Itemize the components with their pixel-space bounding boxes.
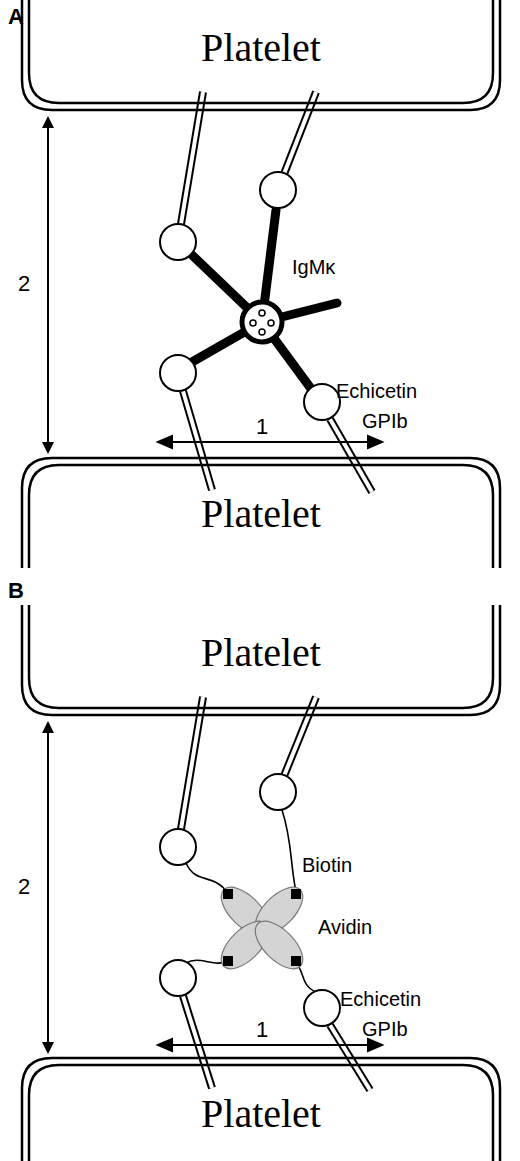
- platelet-cell: Platelet: [20, 456, 502, 568]
- cell-name: Platelet: [20, 1090, 502, 1137]
- platelet-cell: Platelet: [20, 605, 502, 717]
- biotin-linker: [186, 810, 316, 992]
- dimension-arrow: [368, 1039, 382, 1051]
- panel-letter: B: [8, 578, 24, 604]
- platelet-cell: Platelet: [20, 1056, 502, 1161]
- echicetin-circle: [160, 774, 340, 1026]
- echicetin-circle: [304, 990, 340, 1026]
- biotin-square: [223, 889, 233, 899]
- biotin-square: [291, 889, 301, 899]
- gpib-receptor: [181, 697, 370, 1090]
- dimension-arrow: [158, 436, 172, 448]
- dimension-number: 2: [18, 874, 30, 900]
- dimension-arrow: [168, 441, 372, 443]
- dimension-arrow: [368, 436, 382, 448]
- biotin-square: [223, 889, 301, 966]
- molecule-name: Echicetin: [340, 988, 421, 1011]
- gpib-receptor: [181, 92, 372, 492]
- echicetin-circle: [160, 224, 196, 260]
- gpib-receptor: [284, 92, 316, 174]
- igm-pentamer: [259, 329, 265, 335]
- dimension-arrow: [168, 1044, 372, 1046]
- cell-name: Platelet: [20, 24, 502, 71]
- dimension-number: 1: [256, 414, 268, 440]
- echicetin-circle: [260, 774, 296, 810]
- avidin-tetramer: [213, 879, 311, 977]
- dimension-arrow: [158, 1039, 382, 1051]
- biotin-square: [223, 956, 233, 966]
- dimension-arrow: [158, 1039, 172, 1051]
- igm-pentamer: [250, 320, 256, 326]
- dimension-number: 1: [256, 1017, 268, 1043]
- gpib-receptor: [181, 92, 372, 492]
- gpib-receptor: [183, 391, 212, 490]
- biotin-square: [291, 956, 301, 966]
- dimension-arrow: [47, 727, 49, 1048]
- echicetin-circle: [160, 829, 196, 865]
- cell-name: Platelet: [20, 629, 502, 676]
- igm-pentamer: [268, 320, 274, 326]
- panel-letter: A: [8, 4, 24, 30]
- gpib-receptor: [284, 92, 316, 174]
- igm-pentamer: [242, 302, 282, 342]
- dimension-arrow: [158, 436, 382, 448]
- gpib-receptor: [181, 92, 203, 224]
- platelet-cell: Platelet: [20, 0, 502, 112]
- gpib-receptor: [181, 697, 370, 1090]
- avidin-tetramer: [247, 913, 311, 977]
- gpib-receptor: [181, 92, 203, 224]
- biotin-linker: [282, 810, 296, 892]
- echicetin-circle: [304, 384, 340, 420]
- cell-name: Platelet: [20, 490, 502, 537]
- gpib-receptor: [181, 697, 203, 829]
- molecule-name: Biotin: [302, 854, 352, 877]
- echicetin-circle: [260, 172, 296, 208]
- igm-pentamer: [192, 210, 337, 390]
- molecule-name: Avidin: [318, 916, 372, 939]
- receptor-name: GPIb: [362, 410, 408, 433]
- receptor-name: GPIb: [362, 1018, 408, 1041]
- echicetin-circle: [160, 960, 196, 996]
- molecule-name: IgMκ: [292, 256, 335, 279]
- molecule-name: Echicetin: [336, 380, 417, 403]
- gpib-receptor: [181, 697, 203, 829]
- gpib-receptor: [183, 996, 212, 1088]
- gpib-receptor: [183, 996, 212, 1088]
- biotin-linker: [186, 863, 228, 893]
- gpib-receptor: [183, 391, 212, 490]
- dimension-arrow: [47, 122, 49, 448]
- echicetin-circle: [160, 355, 196, 391]
- echicetin-circle: [160, 172, 340, 420]
- gpib-receptor: [181, 92, 372, 492]
- dimension-number: 2: [18, 271, 30, 297]
- igm-pentamer: [259, 310, 265, 316]
- gpib-receptor: [181, 697, 370, 1090]
